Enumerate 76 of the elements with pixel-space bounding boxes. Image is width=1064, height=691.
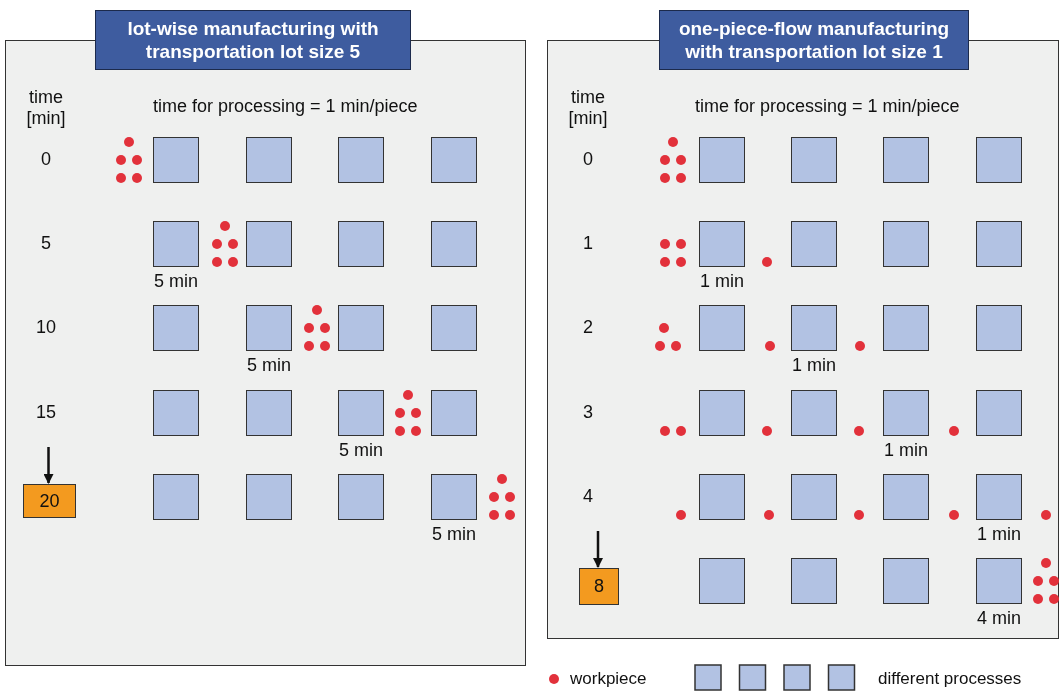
time-value: 1 xyxy=(582,233,594,254)
process-square xyxy=(153,474,199,520)
processing-time-note: time for processing = 1 min/piece xyxy=(153,96,418,117)
duration-label: 5 min xyxy=(153,271,199,292)
process-square xyxy=(976,558,1022,604)
arrow xyxy=(593,531,603,568)
process-square xyxy=(153,221,199,267)
process-square xyxy=(246,474,292,520)
time-value: 3 xyxy=(582,402,594,423)
process-square xyxy=(976,390,1022,436)
duration-label: 5 min xyxy=(246,355,292,376)
process-square xyxy=(699,474,745,520)
time-value: 10 xyxy=(35,317,57,338)
time-value: 2 xyxy=(582,317,594,338)
process-square xyxy=(338,221,384,267)
process-square xyxy=(153,305,199,351)
process-square xyxy=(246,305,292,351)
process-square xyxy=(431,305,477,351)
duration-label: 1 min xyxy=(699,271,745,292)
duration-label: 5 min xyxy=(431,524,477,545)
process-square xyxy=(338,474,384,520)
process-square xyxy=(883,390,929,436)
legend-label: different processes xyxy=(878,669,1022,689)
process-square xyxy=(883,221,929,267)
total-time-box: 20 xyxy=(23,484,76,518)
process-square xyxy=(699,137,745,183)
process-square xyxy=(431,221,477,267)
process-square xyxy=(883,474,929,520)
process-square xyxy=(246,137,292,183)
time-axis-heading: time [min] xyxy=(567,87,609,129)
duration-label: 1 min xyxy=(883,440,929,461)
process-square xyxy=(431,390,477,436)
process-square xyxy=(791,137,837,183)
process-square xyxy=(699,305,745,351)
process-square xyxy=(791,558,837,604)
panel xyxy=(547,40,1059,639)
process-square xyxy=(976,474,1022,520)
panel-title: lot-wise manufacturing with transportation lot size 5 xyxy=(95,10,411,70)
process-square xyxy=(791,305,837,351)
process-square xyxy=(791,390,837,436)
process-square xyxy=(976,137,1022,183)
process-square xyxy=(791,221,837,267)
duration-label: 4 min xyxy=(976,608,1022,629)
process-square xyxy=(791,474,837,520)
duration-label: 1 min xyxy=(791,355,837,376)
process-square xyxy=(431,474,477,520)
panel-title: one-piece-flow manufacturing with transportation lot size 1 xyxy=(659,10,969,70)
process-square xyxy=(883,305,929,351)
process-square xyxy=(246,221,292,267)
processing-time-note: time for processing = 1 min/piece xyxy=(695,96,960,117)
time-value: 4 xyxy=(582,486,594,507)
process-square xyxy=(431,137,477,183)
time-axis-heading: time [min] xyxy=(25,87,67,129)
legend-label: workpiece xyxy=(570,669,647,689)
time-value: 5 xyxy=(40,233,52,254)
total-time-box: 8 xyxy=(579,568,619,605)
panel xyxy=(5,40,526,666)
arrow xyxy=(43,447,54,484)
duration-label: 1 min xyxy=(976,524,1022,545)
duration-label: 5 min xyxy=(338,440,384,461)
process-square xyxy=(976,305,1022,351)
process-square xyxy=(153,137,199,183)
process-square xyxy=(338,390,384,436)
process-square xyxy=(338,137,384,183)
process-square xyxy=(883,558,929,604)
process-square xyxy=(246,390,292,436)
process-square xyxy=(338,305,384,351)
process-square xyxy=(153,390,199,436)
process-square xyxy=(976,221,1022,267)
process-square xyxy=(699,390,745,436)
process-square xyxy=(699,221,745,267)
time-value: 0 xyxy=(40,149,52,170)
time-value: 0 xyxy=(582,149,594,170)
process-square xyxy=(699,558,745,604)
time-value: 15 xyxy=(35,402,57,423)
process-square xyxy=(883,137,929,183)
